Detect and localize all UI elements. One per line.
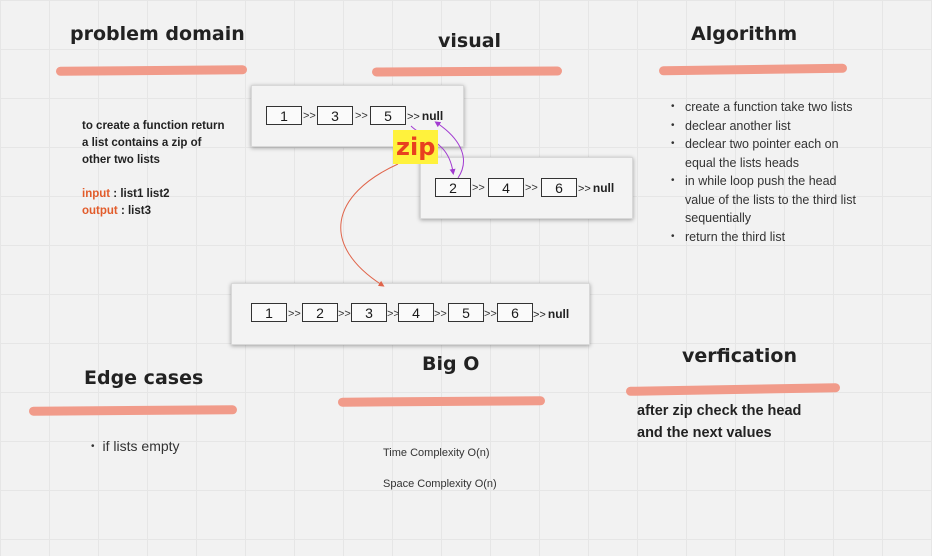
result-node: 5	[448, 303, 484, 322]
list1-null: >>null	[407, 107, 443, 127]
list2-card[interactable]: 2 >> 4 >> 6 >>null	[420, 157, 633, 219]
link-arrow: >>	[303, 110, 316, 122]
list1-node: 5	[370, 106, 406, 125]
link-arrow: >>	[472, 182, 485, 194]
input-value: : list1 list2	[110, 188, 170, 200]
zip-label: zip	[393, 130, 439, 164]
input-label: input	[82, 188, 111, 200]
list2-node: 6	[541, 178, 577, 197]
visual-heading: visual	[438, 30, 502, 52]
algorithm-step: declear another list	[670, 117, 866, 136]
problem-io: input : list1 list2 output : list3	[82, 186, 170, 220]
algorithm-step: declear two pointer each on equal the li…	[670, 135, 866, 172]
connector-zip-to-result	[340, 163, 399, 287]
list1-node: 3	[317, 106, 353, 125]
list2-null: >>null	[578, 179, 614, 199]
edge-cases-heading: Edge cases	[84, 367, 204, 389]
verification-heading: verfication	[682, 345, 797, 367]
bullet: •	[91, 441, 95, 452]
algorithm-steps: create a function take two lists declear…	[670, 98, 866, 246]
problem-description-line: other two lists	[82, 154, 160, 166]
algorithm-step: create a function take two lists	[670, 98, 866, 117]
null-label: null	[547, 307, 570, 321]
output-label: output	[82, 205, 118, 217]
link-arrow: >>	[387, 308, 400, 320]
problem-description: to create a function return a list conta…	[82, 118, 225, 169]
link-arrow: >>	[533, 309, 546, 321]
link-arrow: >>	[355, 110, 368, 122]
problem-description-line: a list contains a zip of	[82, 137, 202, 149]
edge-case-item: • if lists empty	[91, 438, 180, 454]
verification-text: after zip check the head and the next va…	[637, 400, 801, 444]
connector-list2-to-list1-tail	[434, 121, 464, 179]
edge-case-text: if lists empty	[102, 438, 180, 454]
null-label: null	[421, 109, 444, 123]
result-null: >>null	[533, 305, 569, 325]
input-line: input : list1 list2	[82, 186, 170, 203]
verification-line: after zip check the head	[637, 403, 802, 419]
link-arrow: >>	[288, 308, 301, 320]
result-node: 4	[398, 303, 434, 322]
algorithm-step: in while loop push the head value of the…	[670, 172, 866, 228]
list2-node: 2	[435, 178, 471, 197]
output-value: : list3	[117, 205, 151, 217]
problem-description-line: to create a function return	[82, 120, 225, 132]
link-arrow: >>	[484, 308, 497, 320]
link-arrow: >>	[578, 183, 591, 195]
time-complexity: Time Complexity O(n)	[383, 447, 490, 459]
link-arrow: >>	[525, 182, 538, 194]
result-node: 6	[497, 303, 533, 322]
link-arrow: >>	[434, 308, 447, 320]
big-o-heading: Big O	[422, 353, 480, 375]
list1-node: 1	[266, 106, 302, 125]
problem-domain-heading: problem domain	[70, 23, 245, 45]
list2-node: 4	[488, 178, 524, 197]
algorithm-heading: Algorithm	[691, 23, 798, 45]
result-node: 3	[351, 303, 387, 322]
result-node: 2	[302, 303, 338, 322]
algorithm-step: return the third list	[670, 228, 866, 247]
output-line: output : list3	[82, 203, 170, 220]
verification-line: and the next values	[637, 425, 772, 441]
link-arrow: >>	[338, 308, 351, 320]
link-arrow: >>	[407, 111, 420, 123]
result-card[interactable]: 1 >> 2 >> 3 >> 4 >> 5 >> 6 >>null	[231, 283, 590, 345]
space-complexity: Space Complexity O(n)	[383, 478, 497, 490]
null-label: null	[592, 181, 615, 195]
result-node: 1	[251, 303, 287, 322]
